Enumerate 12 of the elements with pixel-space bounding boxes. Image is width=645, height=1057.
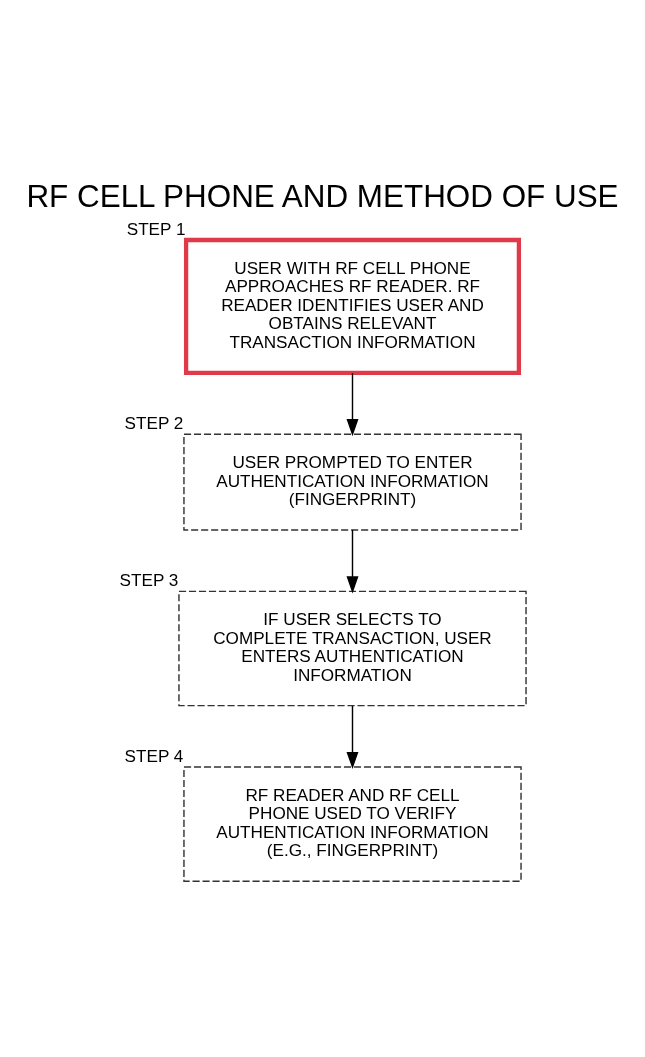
- diagram-title: RF CELL PHONE AND METHOD OF USE: [26, 178, 619, 214]
- node-label: STEP 4: [124, 746, 184, 767]
- node-box: RF READER AND RF CELL PHONE USED TO VERIFY AUTHENTICATION INFORMATION (E.G., FINGERPRINT): [183, 766, 522, 882]
- arrow: [346, 372, 359, 437]
- arrow: [346, 705, 359, 770]
- node-label: STEP 1: [126, 219, 186, 240]
- node-box: USER WITH RF CELL PHONE APPROACHES RF READER. RF READER IDENTIFIES USER AND OBTAINS RELEVANT TRANSACTION INFORMATION: [183, 237, 522, 375]
- arrow: [346, 529, 359, 594]
- node-label: STEP 3: [119, 570, 179, 591]
- node-box: USER PROMPTED TO ENTER AUTHENTICATION INFORMATION (FINGERPRINT): [183, 433, 522, 531]
- node-label: STEP 2: [124, 413, 184, 434]
- node-box: IF USER SELECTS TO COMPLETE TRANSACTION, USER ENTERS AUTHENTICATION INFORMATION: [178, 590, 527, 707]
